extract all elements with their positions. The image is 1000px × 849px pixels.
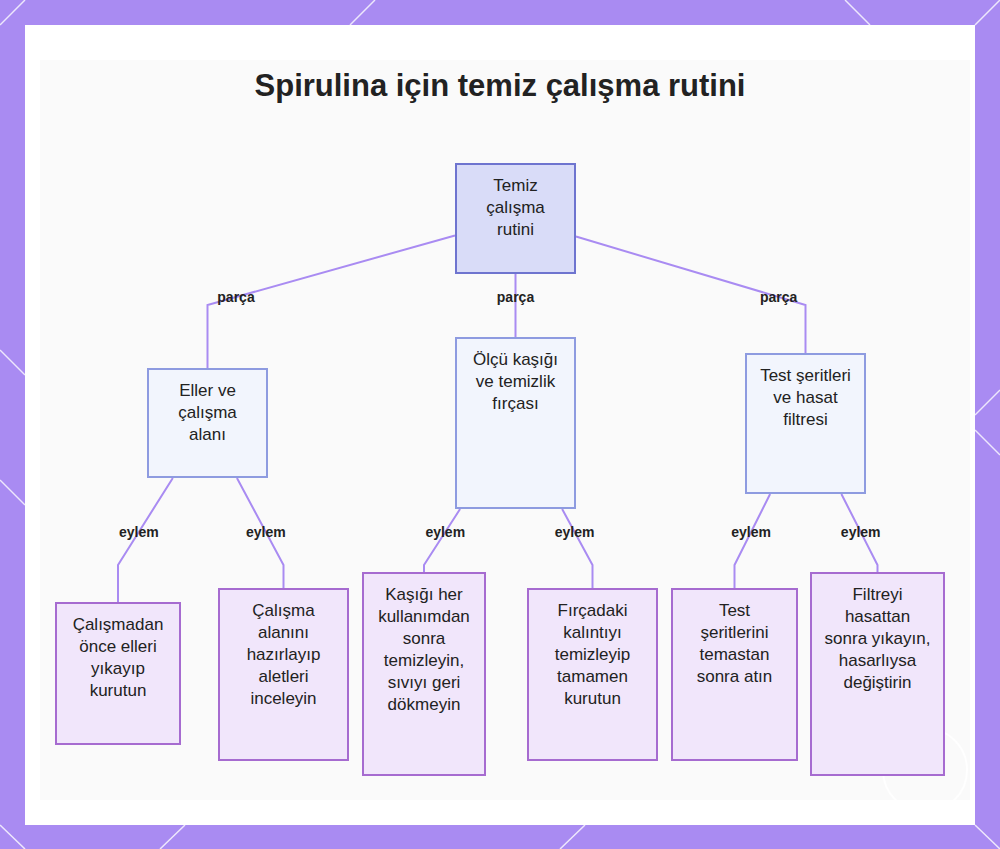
diagram-title: Spirulina için temiz çalışma rutini xyxy=(0,68,1000,104)
faded-backdrop xyxy=(40,60,970,800)
root-box: Temiz çalışma rutini xyxy=(455,163,576,274)
panel xyxy=(25,25,975,825)
edge-label: parça xyxy=(760,289,797,305)
action-box: Test şeritlerini temastan sonra atın xyxy=(671,588,798,761)
action-box: Fırçadaki kalıntıyı temizleyip tamamen k… xyxy=(527,588,658,761)
part-box: Ölçü kaşığı ve temizlik fırçası xyxy=(455,337,576,509)
node-text: Test şeritleri ve hasat filtresi xyxy=(759,365,852,431)
connector-line xyxy=(208,235,456,368)
edge-label: eylem xyxy=(555,524,595,540)
edge-label: parça xyxy=(217,289,254,305)
node-text: Kaşığı her kullanımdan sonra temizleyin,… xyxy=(376,584,472,716)
connector-line xyxy=(562,509,592,588)
action-box: Filtreyi hasattan sonra yıkayın, hasarlı… xyxy=(810,572,945,776)
action-box: Çalışmadan önce elleri yıkayıp kurutun xyxy=(55,602,181,745)
edge-label: eylem xyxy=(425,524,465,540)
edge-label: eylem xyxy=(119,524,159,540)
edge-label: eylem xyxy=(731,524,771,540)
action-box: Kaşığı her kullanımdan sonra temizleyin,… xyxy=(362,572,486,776)
node-text: Fırçadaki kalıntıyı temizleyip tamamen k… xyxy=(541,600,644,710)
action-box: Çalışma alanını hazırlayıp aletleri ince… xyxy=(218,588,349,761)
node-text: Ölçü kaşığı ve temizlik fırçası xyxy=(469,349,562,415)
node-text: Temiz çalışma rutini xyxy=(469,175,562,241)
node-text: Çalışma alanını hazırlayıp aletleri ince… xyxy=(232,600,335,710)
node-text: Eller ve çalışma alanı xyxy=(161,380,254,446)
node-text: Test şeritlerini temastan sonra atın xyxy=(685,600,784,688)
connector-line xyxy=(515,274,517,337)
edge-label: eylem xyxy=(246,524,286,540)
connector-line xyxy=(735,494,771,588)
connector-line xyxy=(424,509,460,572)
edge-label: eylem xyxy=(841,524,881,540)
part-box: Test şeritleri ve hasat filtresi xyxy=(745,353,866,494)
connector-line xyxy=(576,237,806,353)
connector-line xyxy=(118,478,173,602)
edge-label: parça xyxy=(497,289,534,305)
node-text: Filtreyi hasattan sonra yıkayın, hasarlı… xyxy=(824,584,931,694)
part-box: Eller ve çalışma alanı xyxy=(147,368,268,478)
node-text: Çalışmadan önce elleri yıkayıp kurutun xyxy=(69,614,167,702)
